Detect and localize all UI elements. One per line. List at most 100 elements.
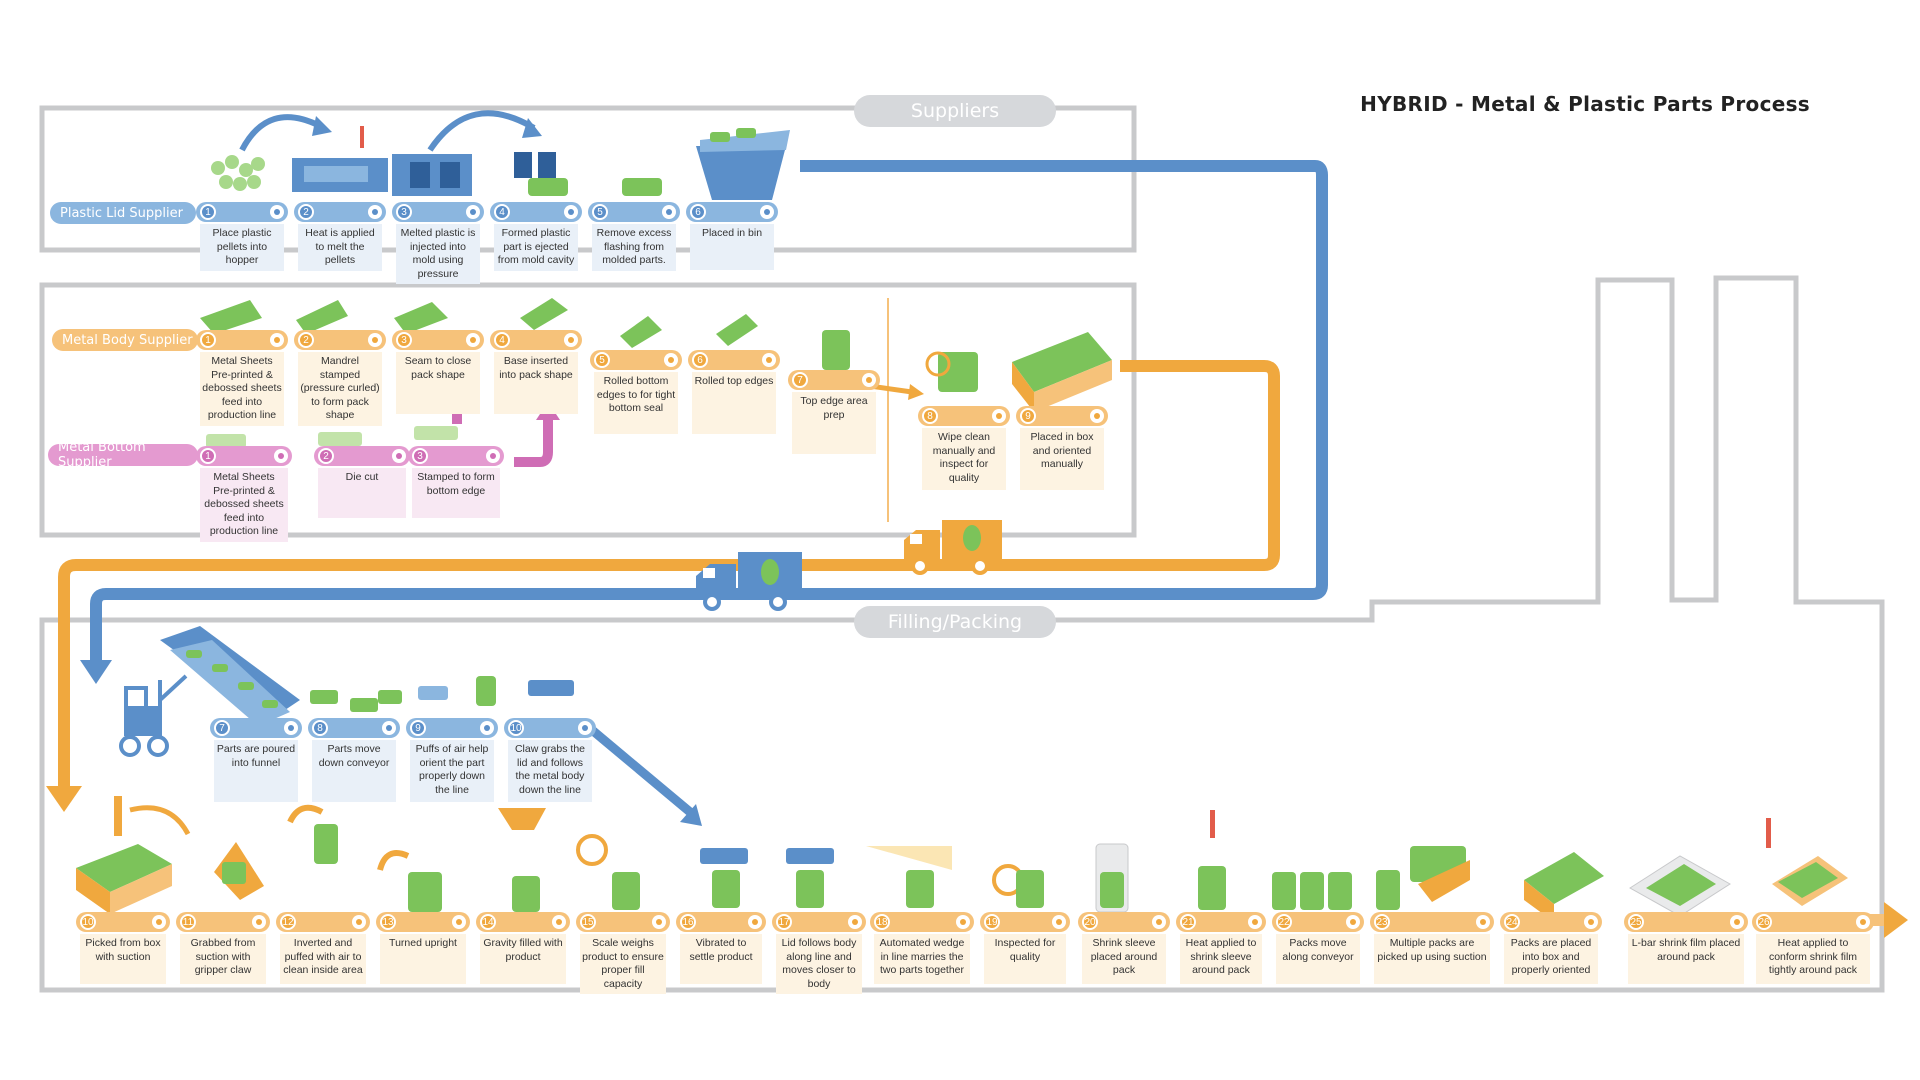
conveyor-icon xyxy=(490,202,582,222)
conveyor-icon xyxy=(196,202,288,222)
conveyor-icon xyxy=(308,718,400,738)
step-number: 22 xyxy=(1276,914,1292,930)
step-label: Stamped to form bottom edge xyxy=(412,468,500,518)
conveyor-wheel-icon xyxy=(466,205,480,219)
conveyor-wheel-icon xyxy=(452,915,466,929)
conveyor-icon xyxy=(392,202,484,222)
conveyor-icon xyxy=(1176,912,1266,932)
step-label: Inverted and puffed with air to clean in… xyxy=(280,934,366,984)
forklift-icon xyxy=(119,674,188,757)
conveyor-icon xyxy=(1752,912,1874,932)
metal-supplier-box xyxy=(39,282,1137,538)
conveyor-wheel-icon xyxy=(392,449,406,463)
step-label: Lid follows body along line and moves cl… xyxy=(776,934,862,994)
step-number: 2 xyxy=(318,448,334,464)
conveyor-icon xyxy=(788,370,880,390)
bottom-line-icons xyxy=(76,796,1848,922)
conveyor-icon xyxy=(918,406,1010,426)
step-number: 16 xyxy=(680,914,696,930)
conveyor-wheel-icon xyxy=(382,721,396,735)
conveyor-icon xyxy=(406,718,498,738)
conveyor-wheel-icon xyxy=(748,915,762,929)
step-label: Placed in bin xyxy=(690,224,774,270)
conveyor-wheel-icon xyxy=(270,333,284,347)
conveyor-icon xyxy=(1016,406,1108,426)
step-number: 25 xyxy=(1628,914,1644,930)
conveyor-wheel-icon xyxy=(848,915,862,929)
step-label: Heat applied to shrink sleeve around pac… xyxy=(1180,934,1262,984)
conveyor-wheel-icon xyxy=(578,721,592,735)
step-label: Packs are placed into box and properly o… xyxy=(1504,934,1598,984)
truck-blue-icon xyxy=(696,552,802,611)
conveyor-icon xyxy=(980,912,1070,932)
step-number: 5 xyxy=(592,204,608,220)
lane-metal-body: Metal Body Supplier xyxy=(52,329,198,351)
step-number: 5 xyxy=(594,352,610,368)
conveyor-wheel-icon xyxy=(956,915,970,929)
step-label: Automated wedge in line marries the two … xyxy=(874,934,970,984)
output-arrow xyxy=(1884,902,1908,938)
conveyor-wheel-icon xyxy=(1476,915,1490,929)
step-label: Vibrated to settle product xyxy=(680,934,762,984)
conveyor-icon xyxy=(686,202,778,222)
pink-arrow xyxy=(514,418,553,467)
step-label: Heat is applied to melt the pellets xyxy=(298,224,382,271)
conveyor-icon xyxy=(676,912,766,932)
pellets-icon xyxy=(211,155,265,191)
step-number: 15 xyxy=(580,914,596,930)
conveyor-wheel-icon xyxy=(652,915,666,929)
conveyor-wheel-icon xyxy=(480,721,494,735)
step-number: 2 xyxy=(298,332,314,348)
step-number: 4 xyxy=(494,204,510,220)
conveyor-wheel-icon xyxy=(1152,915,1166,929)
filling-section-label: Filling/Packing xyxy=(854,606,1056,638)
step-label: Base inserted into pack shape xyxy=(494,352,578,414)
step-label: Rolled top edges xyxy=(692,372,776,434)
conveyor-wheel-icon xyxy=(1052,915,1066,929)
blue-flow-line xyxy=(90,160,1328,665)
step-number: 18 xyxy=(874,914,890,930)
step-label: Multiple packs are picked up using sucti… xyxy=(1374,934,1490,984)
step-label: Packs move along conveyor xyxy=(1276,934,1360,984)
conveyor-icon xyxy=(1272,912,1364,932)
step-label: Claw grabs the lid and follows the metal… xyxy=(508,740,592,802)
step-number: 19 xyxy=(984,914,1000,930)
step-label: Shrink sleeve placed around pack xyxy=(1082,934,1166,984)
step-label: Place plastic pellets into hopper xyxy=(200,224,284,271)
step-label: Parts are poured into funnel xyxy=(214,740,298,802)
step-number: 1 xyxy=(200,332,216,348)
orange-flow-arrowhead xyxy=(46,786,82,812)
step-label: Rolled bottom edges to for tight bottom … xyxy=(594,372,678,434)
step-number: 7 xyxy=(214,720,230,736)
conveyor-wheel-icon xyxy=(1856,915,1870,929)
step-number: 10 xyxy=(508,720,524,736)
step-label: Scale weighs product to ensure proper fi… xyxy=(580,934,666,994)
conveyor-wheel-icon xyxy=(486,449,500,463)
step-number: 2 xyxy=(298,204,314,220)
injection-machine-icon xyxy=(292,126,556,196)
step-label: Formed plastic part is ejected from mold… xyxy=(494,224,578,271)
conveyor-icon xyxy=(504,718,596,738)
conveyor-wheel-icon xyxy=(368,205,382,219)
conveyor-icon xyxy=(576,912,670,932)
step-number: 12 xyxy=(280,914,296,930)
conveyor-icon xyxy=(294,202,386,222)
step-number: 20 xyxy=(1082,914,1098,930)
conveyor-icon xyxy=(294,330,386,350)
step-number: 3 xyxy=(396,332,412,348)
conveyor-icon xyxy=(1500,912,1602,932)
step-label: Picked from box with suction xyxy=(80,934,166,984)
step-label: Heat applied to conform shrink film tigh… xyxy=(1756,934,1870,984)
step-label: Metal Sheets Pre-printed & debossed shee… xyxy=(200,352,284,426)
conveyor-wheel-icon xyxy=(152,915,166,929)
conveyor-icon xyxy=(870,912,974,932)
conveyor-icon xyxy=(1370,912,1494,932)
conveyor-icon xyxy=(314,446,410,466)
funnel-bin-icon xyxy=(160,626,300,726)
conveyor-icon xyxy=(590,350,682,370)
conveyor-icon xyxy=(588,202,680,222)
truck-orange-icon xyxy=(904,520,1002,575)
step-number: 21 xyxy=(1180,914,1196,930)
conveyor-wheel-icon xyxy=(1730,915,1744,929)
blue-diagonal-arrow xyxy=(589,726,693,816)
